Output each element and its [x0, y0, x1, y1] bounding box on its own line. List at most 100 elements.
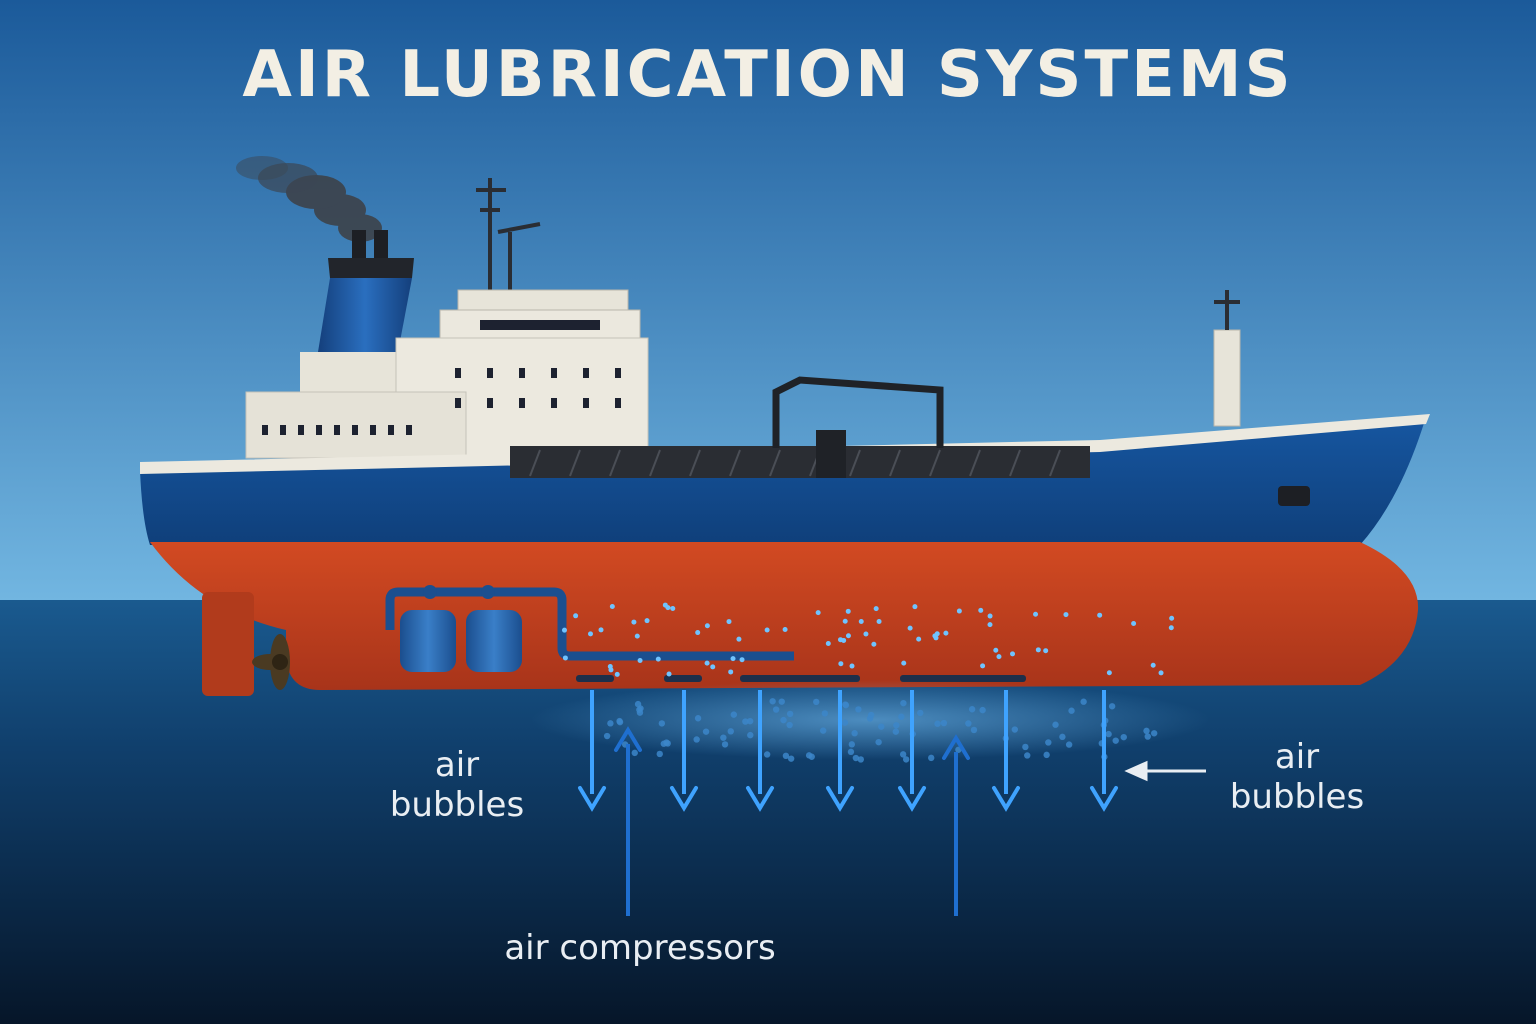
bubble [772, 706, 780, 713]
bubble [637, 658, 643, 664]
air-bubbles-label-right: air bubbles [1212, 737, 1382, 817]
bubble [838, 661, 844, 667]
bubble [644, 618, 650, 624]
bubble [842, 701, 850, 709]
bubble [730, 711, 738, 718]
bubble [1168, 625, 1174, 631]
bubble [980, 663, 986, 669]
arrow-down-icon [992, 690, 1020, 812]
ship-funnel [318, 230, 414, 352]
bubble [898, 713, 905, 720]
bubble [656, 750, 663, 758]
bubble [1022, 743, 1029, 751]
air-injector-outlets [576, 675, 1026, 682]
bubble [813, 698, 820, 706]
bubble [607, 720, 614, 727]
bubble [1112, 737, 1119, 744]
bubble [943, 630, 949, 636]
page-title: Air Lubrication Systems [242, 38, 1294, 112]
bubble [670, 606, 676, 612]
bubble [561, 627, 567, 633]
bubble [710, 664, 716, 670]
bubble [1150, 730, 1158, 737]
bubble [1059, 733, 1066, 741]
bubble [900, 699, 907, 707]
bubble [702, 728, 710, 735]
bubble [1024, 752, 1031, 759]
bubble [608, 667, 614, 673]
bubble [603, 732, 611, 740]
bubble [787, 755, 795, 762]
air-system-piping [385, 585, 794, 661]
arrow-down-icon [578, 690, 606, 812]
arrow-down-icon [898, 690, 926, 812]
bubble [694, 715, 702, 722]
bubble [736, 636, 742, 642]
bubble [899, 751, 907, 758]
bubble [855, 706, 862, 713]
bubble [979, 706, 986, 714]
bubble [993, 647, 999, 653]
bubble [764, 627, 770, 633]
bubble [842, 618, 848, 624]
bubble [1043, 751, 1050, 759]
bubble [747, 731, 754, 739]
bubble [1097, 612, 1103, 618]
bubble [825, 641, 831, 647]
bubble [1065, 741, 1073, 748]
arrow-up-icon [942, 734, 970, 916]
fore-mast [1213, 290, 1241, 427]
bubble [1063, 612, 1069, 618]
bubble [978, 607, 984, 613]
bubble [987, 613, 993, 619]
bubble [721, 741, 729, 748]
arrow-down-icon [746, 690, 774, 812]
bubble [778, 698, 785, 705]
hull-red-underbody [150, 542, 1419, 690]
bubble [728, 669, 734, 675]
air-bubbles [561, 602, 1175, 763]
bubble [892, 728, 900, 735]
bubble [871, 641, 877, 647]
arrow-down-icon [1090, 690, 1118, 812]
bubble [933, 635, 939, 641]
bubble [1144, 733, 1151, 740]
arrow-down-icon [826, 690, 854, 812]
bubble [637, 705, 644, 712]
air-bubbles-label-left: air bubbles [372, 745, 542, 825]
propeller-icon [252, 634, 290, 690]
bubble [934, 720, 941, 727]
bubble [573, 613, 579, 619]
bubble [695, 630, 701, 636]
hull-white-deck [140, 414, 1430, 474]
arrow-up-icon [614, 726, 642, 916]
bubble [876, 618, 882, 624]
bubble [845, 633, 851, 639]
bubble [907, 625, 913, 631]
bubble [815, 610, 821, 616]
bubble [1120, 733, 1127, 741]
bubble [1150, 662, 1156, 668]
bubble [786, 710, 794, 718]
bubble [901, 660, 907, 666]
bubble [845, 608, 851, 614]
bubble [805, 752, 813, 759]
arrow-down-icon [670, 690, 698, 812]
bubble [769, 698, 776, 705]
bubble [763, 751, 771, 758]
bubble [1158, 670, 1164, 676]
bubble [739, 657, 745, 663]
bubble [851, 730, 858, 737]
bubble [917, 709, 924, 717]
bubble [857, 756, 865, 763]
bubble [1169, 615, 1175, 621]
bubble [1045, 739, 1052, 746]
bubble [912, 604, 918, 610]
bubble [1043, 648, 1049, 654]
air-bubbles-label-left-line1: air [434, 745, 480, 785]
bubble [666, 671, 672, 677]
bubble [875, 738, 882, 746]
air-bubbles-label-right-line1: air [1274, 737, 1320, 777]
bubble [847, 748, 855, 756]
bubble [858, 619, 864, 625]
